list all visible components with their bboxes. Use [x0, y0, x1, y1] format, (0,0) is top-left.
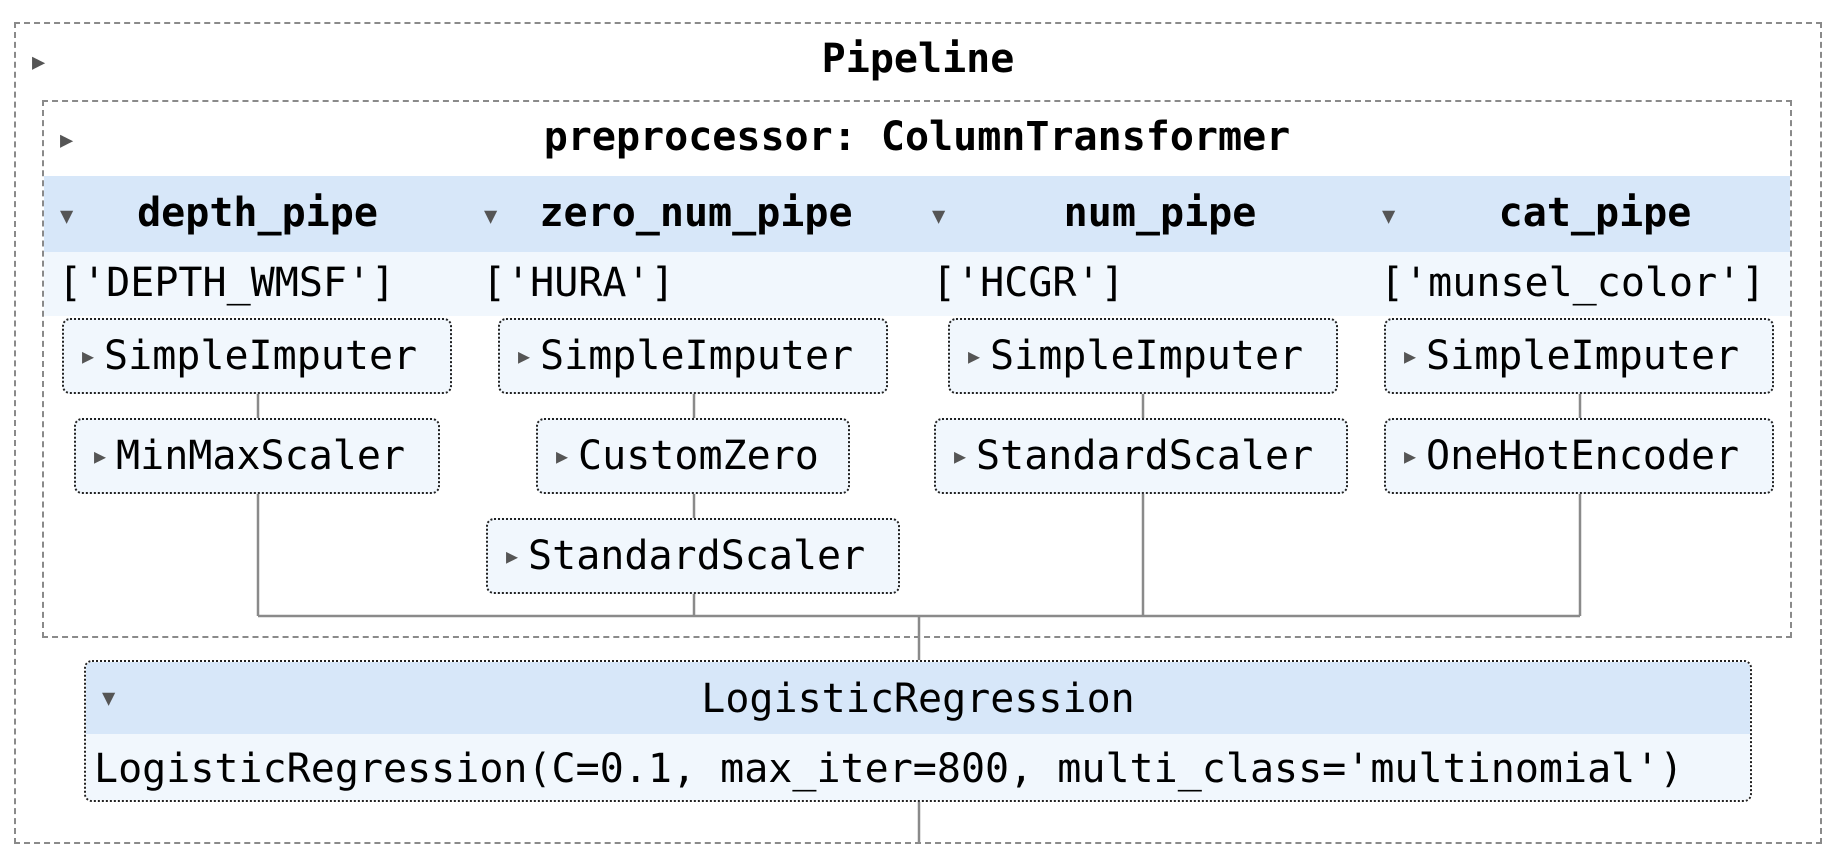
depth-pipe-title[interactable]: depth_pipe	[137, 190, 378, 236]
step-label: CustomZero	[578, 433, 819, 479]
depth-pipe-toggle-icon[interactable]: ▼	[60, 204, 74, 229]
depth-pipe-minmaxscaler-step[interactable]: ▶ MinMaxScaler	[74, 418, 440, 494]
zero-num-pipe-standardscaler-step[interactable]: ▶ StandardScaler	[486, 518, 900, 594]
step-label: MinMaxScaler	[116, 433, 406, 479]
estimator-toggle-icon[interactable]: ▼	[102, 686, 116, 711]
estimator-body: LogisticRegression(C=0.1, max_iter=800, …	[86, 734, 1750, 800]
zero-num-pipe-simpleimputer-step[interactable]: ▶ SimpleImputer	[498, 318, 888, 394]
step-toggle-icon: ▶	[94, 444, 107, 468]
step-label: StandardScaler	[528, 533, 866, 579]
step-label: SimpleImputer	[990, 333, 1304, 379]
step-toggle-icon: ▶	[1404, 444, 1417, 468]
zero-num-pipe-toggle-icon[interactable]: ▼	[484, 204, 498, 229]
zero-num-pipe-customzero-step[interactable]: ▶ CustomZero	[536, 418, 850, 494]
step-toggle-icon: ▶	[968, 344, 981, 368]
pipeline-toggle-icon[interactable]: ▶	[32, 50, 46, 75]
step-toggle-icon: ▶	[1404, 344, 1417, 368]
step-label: SimpleImputer	[104, 333, 418, 379]
step-toggle-icon: ▶	[518, 344, 531, 368]
cat-pipe-onehotencoder-step[interactable]: ▶ OneHotEncoder	[1384, 418, 1774, 494]
num-pipe-simpleimputer-step[interactable]: ▶ SimpleImputer	[948, 318, 1338, 394]
estimator-title[interactable]: LogisticRegression	[701, 676, 1135, 722]
preprocessor-title[interactable]: preprocessor: ColumnTransformer	[543, 114, 1291, 160]
preprocessor-container	[42, 100, 1792, 638]
num-pipe-columns: ['HCGR']	[932, 260, 1125, 306]
step-toggle-icon: ▶	[556, 444, 569, 468]
depth-pipe-simpleimputer-step[interactable]: ▶ SimpleImputer	[62, 318, 452, 394]
num-pipe-standardscaler-step[interactable]: ▶ StandardScaler	[934, 418, 1348, 494]
estimator-box: ▼ LogisticRegression LogisticRegression(…	[84, 660, 1752, 802]
step-label: SimpleImputer	[1426, 333, 1740, 379]
num-pipe-toggle-icon[interactable]: ▼	[932, 204, 946, 229]
step-toggle-icon: ▶	[506, 544, 519, 568]
step-label: OneHotEncoder	[1426, 433, 1740, 479]
depth-pipe-columns: ['DEPTH_WMSF']	[58, 260, 396, 306]
cat-pipe-toggle-icon[interactable]: ▼	[1382, 204, 1396, 229]
pipes-columns-band	[44, 252, 1790, 316]
step-toggle-icon: ▶	[82, 344, 95, 368]
num-pipe-title[interactable]: num_pipe	[1063, 190, 1257, 236]
estimator-header[interactable]: ▼ LogisticRegression	[86, 662, 1750, 734]
preprocessor-toggle-icon[interactable]: ▶	[60, 128, 74, 153]
zero-num-pipe-title[interactable]: zero_num_pipe	[539, 190, 853, 236]
cat-pipe-columns: ['munsel_color']	[1380, 260, 1766, 306]
step-label: StandardScaler	[976, 433, 1314, 479]
estimator-params: LogisticRegression(C=0.1, max_iter=800, …	[94, 746, 1684, 792]
step-label: SimpleImputer	[540, 333, 854, 379]
step-toggle-icon: ▶	[954, 444, 967, 468]
zero-num-pipe-columns: ['HURA']	[482, 260, 675, 306]
pipeline-container	[14, 22, 1822, 844]
cat-pipe-title[interactable]: cat_pipe	[1498, 190, 1692, 236]
pipes-header-band	[44, 176, 1790, 252]
cat-pipe-simpleimputer-step[interactable]: ▶ SimpleImputer	[1384, 318, 1774, 394]
pipeline-title[interactable]: Pipeline	[821, 36, 1015, 82]
